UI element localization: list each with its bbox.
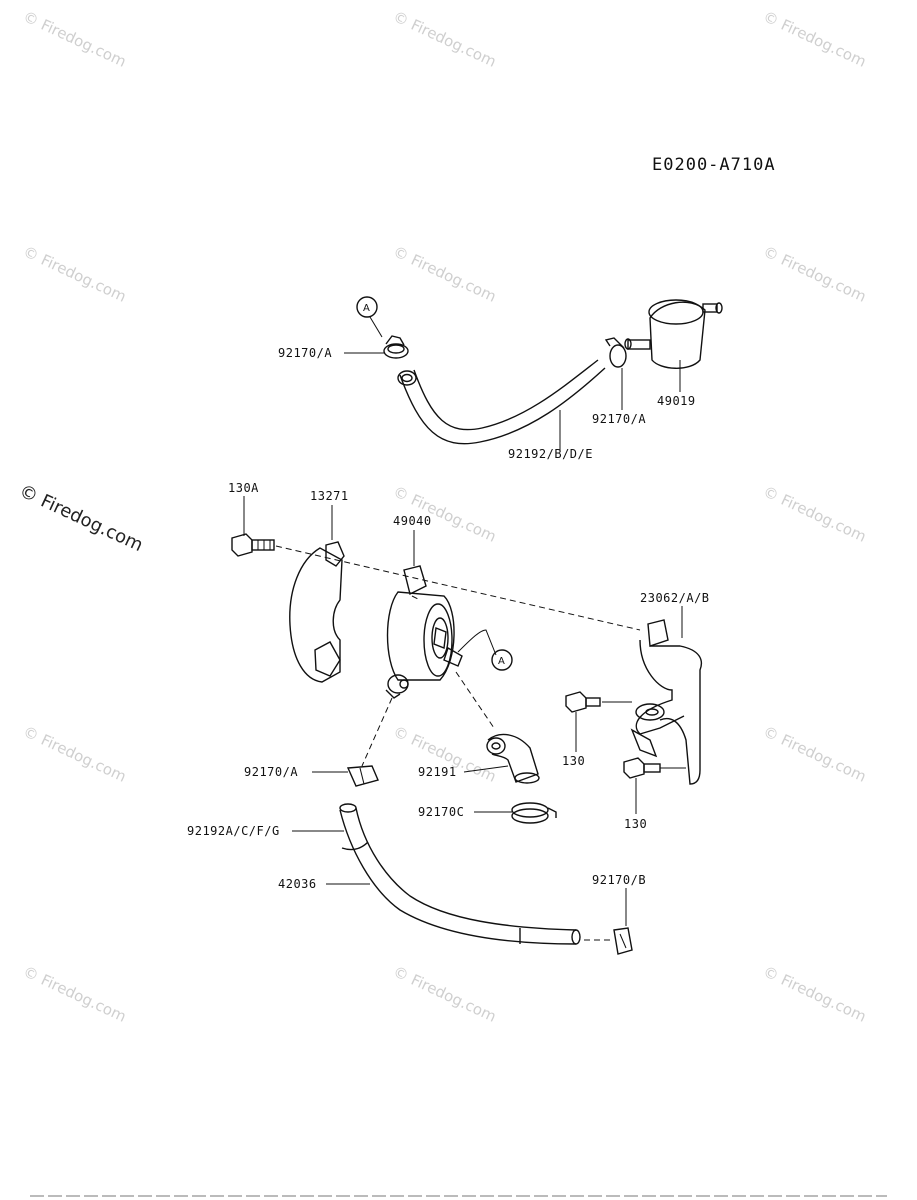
label-49040: 49040	[393, 514, 432, 528]
hose-clamp-icon	[383, 335, 409, 359]
watermark: © Firedog.com	[390, 7, 499, 70]
label-49019: 49019	[657, 394, 696, 408]
label-130-lower: 130	[624, 817, 647, 831]
svg-text:A: A	[363, 303, 370, 314]
fuel-hose-top	[399, 359, 606, 445]
label-92170-a-lower: 92170/A	[244, 765, 298, 779]
bolt-icon	[623, 757, 661, 779]
watermark: © Firedog.com	[760, 722, 869, 785]
diagram-code: E0200-A710A	[652, 155, 776, 175]
gasket-plate-icon	[289, 541, 345, 683]
svg-text:A: A	[498, 656, 505, 667]
hose-clamp-icon	[613, 927, 633, 955]
alignment-line	[275, 545, 641, 631]
watermark: © Firedog.com	[20, 962, 129, 1025]
bolt-icon	[565, 691, 601, 713]
hose-clamp-icon	[346, 765, 379, 787]
spring-clamp-icon	[511, 802, 557, 824]
label-13271: 13271	[310, 489, 349, 503]
label-92170-a-top: 92170/A	[278, 346, 332, 360]
watermark: © Firedog.com	[390, 962, 499, 1025]
ref-marker-a-top: A	[356, 296, 383, 338]
fuel-filter-icon	[624, 299, 723, 369]
watermark: © Firedog.com	[760, 962, 869, 1025]
elbow-hose-icon	[486, 733, 540, 784]
watermark: © Firedog.com	[20, 7, 129, 70]
fuel-pump-icon	[385, 565, 463, 699]
bolt-icon	[231, 533, 275, 557]
label-92170-b: 92170/B	[592, 873, 646, 887]
label-92192-bde: 92192/B/D/E	[508, 447, 593, 461]
watermark: © Firedog.com	[760, 482, 869, 545]
label-42036: 42036	[278, 877, 317, 891]
label-130a: 130A	[228, 481, 259, 495]
label-92170c: 92170C	[418, 805, 464, 819]
label-130-upper: 130	[562, 754, 585, 768]
label-92191: 92191	[418, 765, 457, 779]
watermark: © Firedog.com	[760, 7, 869, 70]
watermark: © Firedog.com	[20, 722, 129, 785]
label-23062-ab: 23062/A/B	[640, 591, 710, 605]
watermark: © Firedog.com	[390, 242, 499, 305]
watermark: © Firedog.com	[20, 242, 129, 305]
fuel-hose-bottom	[339, 803, 581, 945]
label-92192a-cfg: 92192A/C/F/G	[187, 824, 280, 838]
mounting-bracket-icon	[630, 619, 703, 785]
ref-marker-a-middle: A	[457, 629, 513, 671]
hose-clamp-icon	[604, 337, 627, 368]
label-92170-a-right: 92170/A	[592, 412, 646, 426]
watermark: © Firedog.com	[760, 242, 869, 305]
watermark-dark: © Firedog.com	[16, 480, 146, 556]
